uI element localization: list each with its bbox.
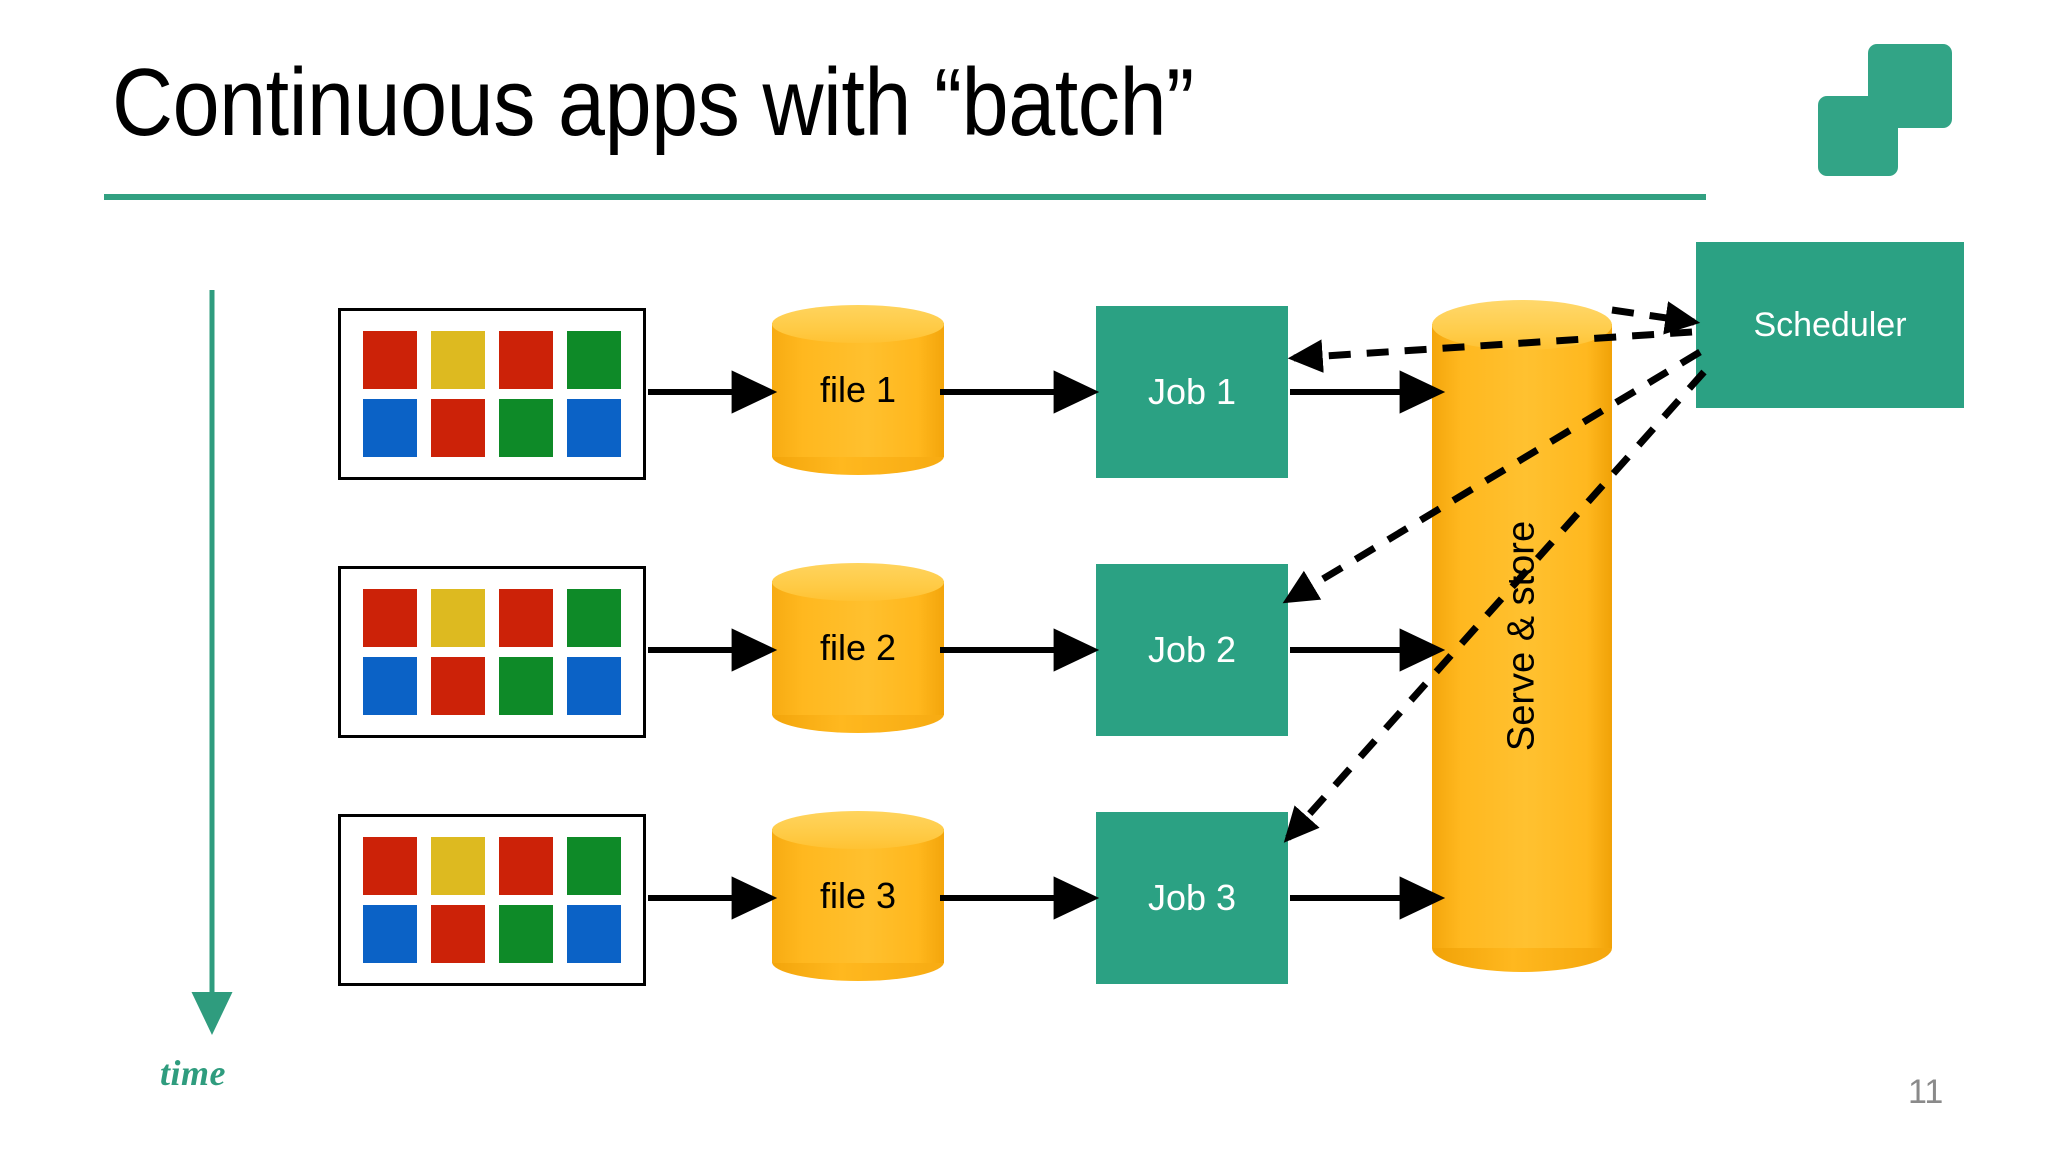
title-divider	[104, 194, 1706, 200]
data-grid-cells-2	[341, 569, 643, 735]
cylinder-top	[772, 563, 944, 601]
data-cell-blue	[567, 657, 621, 715]
data-cell-yellow	[431, 837, 485, 895]
data-cell-green	[567, 331, 621, 389]
job-label-2: Job 2	[1147, 629, 1237, 670]
file-cylinder-2: file 2	[772, 563, 944, 733]
file-label-2: file 2	[819, 627, 897, 668]
two-squares-logo	[1812, 36, 1962, 181]
cylinder-top	[1432, 300, 1612, 350]
cylinder-body	[772, 323, 944, 457]
data-cell-red	[499, 837, 553, 895]
cylinder-top	[772, 811, 944, 849]
cylinder-top	[772, 305, 944, 343]
data-cell-blue	[567, 399, 621, 457]
data-cell-green	[499, 657, 553, 715]
data-cell-blue	[363, 905, 417, 963]
job-box-3[interactable]: Job 3	[1096, 812, 1288, 984]
page-title: Continuous apps with “batch”	[112, 49, 1194, 156]
data-grid-row-2	[338, 566, 646, 738]
serve-and-store-label: Serve & store	[1500, 520, 1543, 752]
page-number: 11	[1908, 1073, 1944, 1111]
scheduler-box[interactable]: Scheduler	[1696, 242, 1964, 408]
job-box-1[interactable]: Job 1	[1096, 306, 1288, 478]
data-cell-green	[567, 837, 621, 895]
job-label-1: Job 1	[1147, 371, 1237, 412]
dashed-arrow-store-scheduler	[1611, 301, 1701, 335]
data-grid-row-3	[338, 814, 646, 986]
data-grid-row-1	[338, 308, 646, 480]
serve-and-store-cylinder: Serve & store	[1432, 300, 1612, 972]
cylinder-body	[772, 829, 944, 963]
data-cell-red	[363, 589, 417, 647]
data-cell-yellow	[431, 589, 485, 647]
data-cell-red	[431, 657, 485, 715]
data-cell-green	[499, 399, 553, 457]
data-cell-green	[567, 589, 621, 647]
data-grid-cells-3	[341, 817, 643, 983]
job-box-2[interactable]: Job 2	[1096, 564, 1288, 736]
data-cell-blue	[567, 905, 621, 963]
data-cell-red	[499, 589, 553, 647]
file-cylinder-3: file 3	[772, 811, 944, 981]
scheduler-label: Scheduler	[1753, 305, 1907, 344]
data-cell-yellow	[431, 331, 485, 389]
data-cell-blue	[363, 399, 417, 457]
data-grid-cells-1	[341, 311, 643, 477]
data-cell-green	[499, 905, 553, 963]
logo-square-front	[1868, 44, 1952, 128]
job-label-3: Job 3	[1147, 877, 1237, 918]
data-cell-red	[363, 837, 417, 895]
data-cell-blue	[363, 657, 417, 715]
file-label-3: file 3	[819, 875, 897, 916]
cylinder-body	[772, 581, 944, 715]
data-cell-red	[431, 905, 485, 963]
data-cell-red	[363, 331, 417, 389]
file-cylinder-1: file 1	[772, 305, 944, 475]
time-axis-label: time	[160, 1053, 226, 1093]
file-label-1: file 1	[819, 369, 897, 410]
data-cell-red	[499, 331, 553, 389]
data-cell-red	[431, 399, 485, 457]
